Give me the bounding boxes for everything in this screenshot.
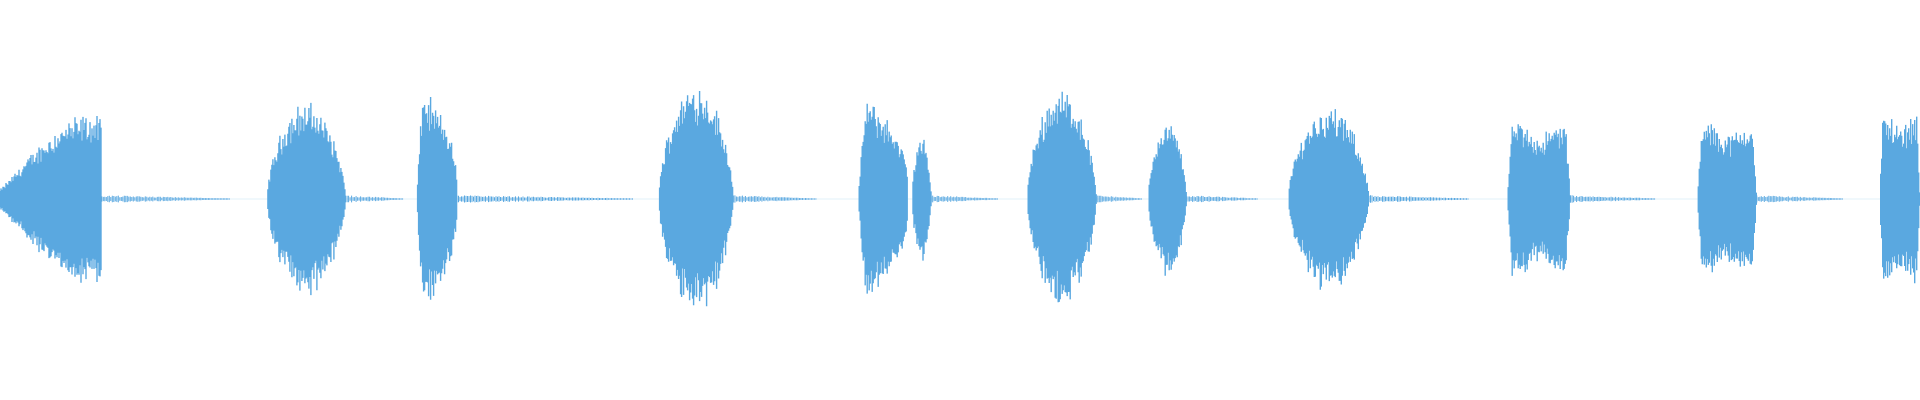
waveform-burst-path: [1880, 116, 1920, 284]
waveform-burst-path: [912, 139, 932, 261]
waveform-tail: [345, 195, 404, 203]
waveform-burst-path: [658, 91, 734, 307]
waveform-burst-path: [1507, 124, 1571, 276]
waveform-burst-path: [1027, 91, 1097, 303]
waveform-burst: [1027, 91, 1097, 303]
waveform-tail: [732, 195, 817, 203]
waveform-burst-path: [1288, 109, 1369, 290]
waveform-tail: [101, 195, 230, 203]
waveform-burst: [267, 102, 346, 296]
waveform-burst-path: [416, 97, 458, 300]
waveform-burst: [0, 116, 102, 283]
waveform-burst-path: [0, 116, 102, 283]
waveform-burst-path: [858, 103, 908, 294]
waveform-burst: [1288, 109, 1369, 290]
waveform-burst: [416, 97, 458, 300]
waveform-burst-path: [267, 102, 346, 296]
waveform-burst: [858, 103, 908, 294]
waveform-burst: [912, 139, 932, 261]
waveform-burst-path: [1697, 124, 1757, 273]
waveform-tail: [930, 195, 998, 203]
waveform-tail: [1756, 195, 1843, 203]
waveform-tail: [1570, 195, 1656, 203]
waveform-burst-path: [1148, 126, 1187, 276]
waveform-burst: [1697, 124, 1757, 273]
waveform-tail: [1095, 195, 1142, 203]
waveform-burst: [1880, 116, 1920, 284]
waveform-burst: [658, 91, 734, 307]
waveform-burst: [1507, 124, 1571, 276]
waveform-tail: [456, 195, 633, 203]
waveform-burst: [1148, 126, 1187, 276]
waveform-tail: [1368, 195, 1469, 203]
waveform-tail: [1186, 195, 1258, 203]
